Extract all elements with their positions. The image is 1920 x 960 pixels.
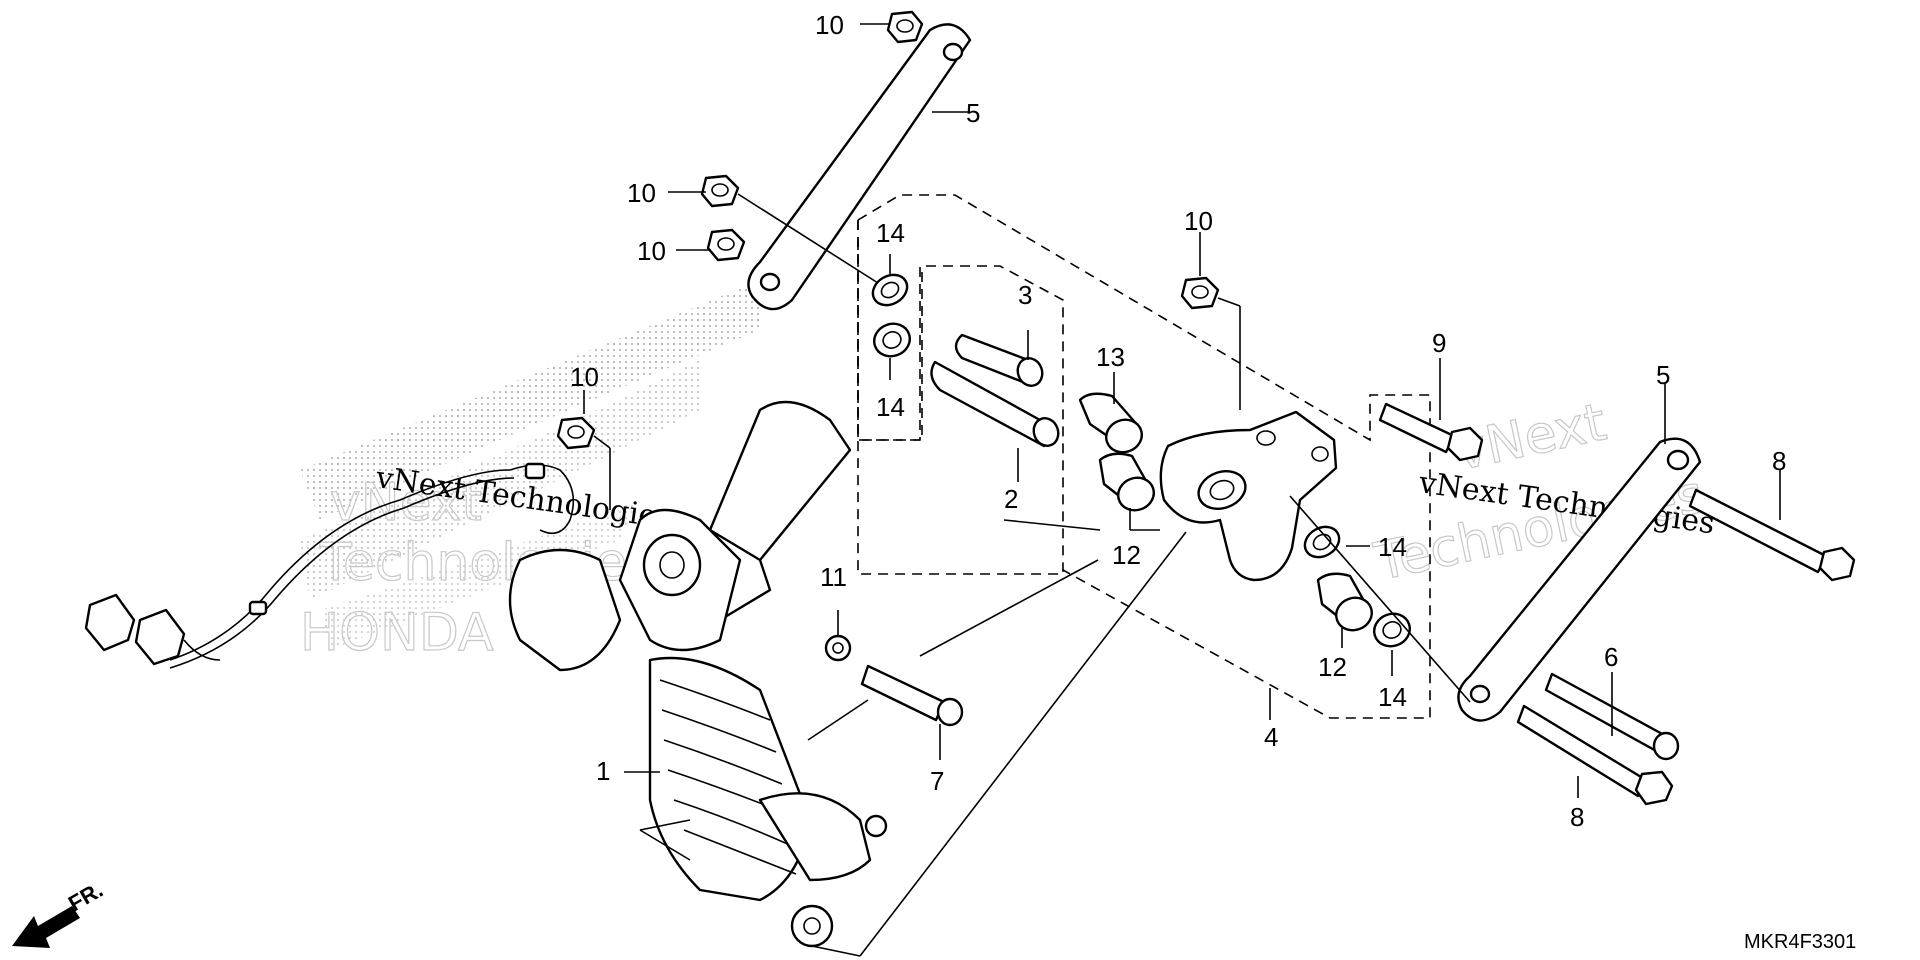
callout-14-d: 14 [1378,682,1407,712]
assembly-box-outer [857,194,1431,719]
callout-6: 6 [1604,642,1618,672]
wiring-harness [84,462,575,669]
bolt-9 [1378,402,1484,462]
callout-10-mid-b: 10 [637,236,666,266]
callout-4: 4 [1264,722,1278,752]
callout-10-top: 10 [815,10,844,40]
callouts: 10 5 10 10 14 14 3 2 13 12 10 9 14 12 14… [570,10,1786,832]
callout-12-a: 12 [1112,540,1141,570]
callout-10-left: 10 [570,362,599,392]
callout-5-right: 5 [1656,360,1670,390]
bearing-12-a [1098,452,1155,512]
callout-14-a: 14 [876,218,905,248]
dust-seal-14-c [1303,525,1341,559]
callout-13: 13 [1096,342,1125,372]
assembly-box-inner [857,240,1064,570]
assembly-box-left [857,220,923,441]
nut-10-mid-b [706,228,746,262]
bearing-13 [1078,392,1143,454]
callout-14-b: 14 [876,392,905,422]
nut-10-top [886,10,924,44]
bolt-6 [1544,672,1680,761]
nut-10-left [556,416,596,450]
callout-1: 1 [596,756,610,786]
callout-8-lower: 8 [1570,802,1584,832]
callout-10-right: 10 [1184,206,1213,236]
shock-arm [1159,410,1338,582]
bolt-8-lower [1516,704,1674,806]
nut-10-mid-a [700,174,740,208]
bearing-12-b [1316,572,1373,632]
watermark-large-3: HONDA [300,603,494,663]
callout-14-c: 14 [1378,532,1407,562]
callout-10-mid-a: 10 [627,178,656,208]
callout-9: 9 [1432,328,1446,358]
bolt-8-upper [1688,488,1856,582]
diagram-code: MKR4F3301 [1744,931,1856,953]
front-direction-arrow: FR. [12,877,107,948]
callout-11: 11 [820,562,847,592]
collar-2 [930,360,1060,448]
callout-7: 7 [930,766,944,796]
watermark-large-1: vNext [330,473,482,533]
callout-5-upper: 5 [966,98,980,128]
dust-seal-14-b [873,322,911,358]
callout-3: 3 [1018,280,1032,310]
collar-3 [954,333,1044,387]
callout-8-upper: 8 [1772,446,1786,476]
callout-12-b: 12 [1318,652,1347,682]
dust-seal-14-a [871,273,909,307]
callout-2: 2 [1004,484,1018,514]
link-plate-upper [747,23,972,311]
rear-shock-absorber [508,400,888,948]
nut-10-right [1180,276,1220,310]
bolt-7 [860,664,964,727]
washer-11 [824,634,852,662]
leader-lines [583,23,1781,957]
